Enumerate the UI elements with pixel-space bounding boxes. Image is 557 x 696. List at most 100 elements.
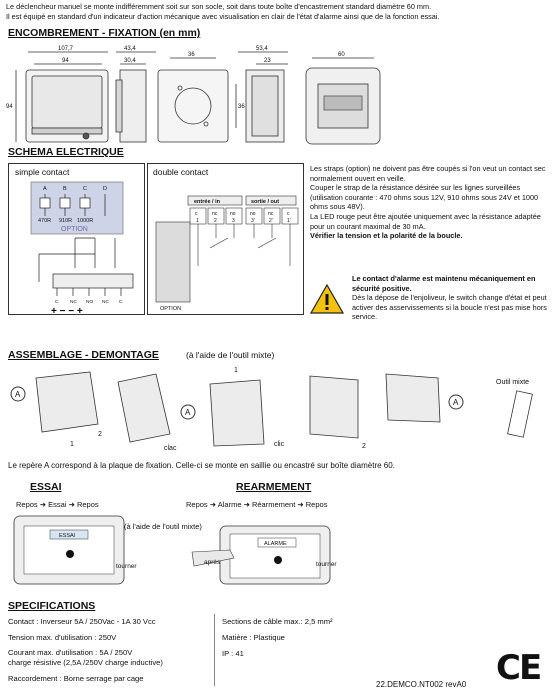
essai-tourner: tourner <box>116 563 137 570</box>
spec-divider <box>214 614 215 686</box>
repere-text: Le repère A correspond à la plaque de fi… <box>8 461 395 470</box>
dim-36: 36 <box>188 52 195 58</box>
warning-body: Dès la dépose de l'enjoliveur, le switch… <box>352 293 547 322</box>
essai-illustration: ESSAI tourner <box>13 515 137 585</box>
double-option-label: OPTION <box>160 306 181 312</box>
dim-30: 30,4 <box>124 58 136 64</box>
simple-contact-diagram: A B C D 470R 910R 1000R OPTION C NC NO N… <box>30 181 134 314</box>
sortie-label: sortie / out <box>251 199 279 205</box>
step-2-b: 2 <box>362 443 366 450</box>
dterm-no2: no <box>250 211 256 217</box>
warning-bold: Le contact d'alarme est maintenu mécaniq… <box>352 274 536 293</box>
step-1-b: 1 <box>234 367 238 374</box>
dim-23: 23 <box>264 58 271 64</box>
spec-raccordement: Raccordement : Borne serrage par cage <box>8 674 144 683</box>
dterm-c: c <box>195 211 198 217</box>
schema-text-2: Couper le strap de la résistance désirée… <box>310 183 539 212</box>
label-a-2: A <box>185 408 191 417</box>
rearm-flow-3: Réarmement <box>251 500 296 509</box>
schema-text: Les straps (option) ne doivent pas être … <box>310 164 553 241</box>
spec-contact: Contact : Inverseur 5A / 250Vac - 1A 30 … <box>8 617 156 626</box>
section-assemblage: ASSEMBLAGE - DEMONTAGE <box>8 349 159 361</box>
letter-d: D <box>103 186 107 192</box>
spec-courant: Courant max. d'utilisation : 5A / 250V <box>8 648 133 657</box>
dimension-drawings: 107,7 94 43,4 30,4 94 36 36 53,4 23 60 <box>6 46 381 145</box>
dterm-nc: nc <box>212 211 218 217</box>
dim-94-vertical: 94 <box>6 104 13 110</box>
step-2-a: 2 <box>98 431 102 438</box>
rearmement-flow: Repos ➜ Alarme ➜ Réarmement ➜ Repos <box>186 500 328 509</box>
term-c2: C <box>119 299 123 305</box>
section-specifications: SPECIFICATIONS <box>8 600 96 612</box>
label-a-3: A <box>453 398 459 407</box>
svg-text:+ − − +: + − − + <box>51 306 83 314</box>
rearm-flow-1: Repos <box>186 500 208 509</box>
dnum-1: 1 <box>196 218 199 224</box>
entree-label: entrée / in <box>194 199 221 205</box>
dterm-c2: c <box>287 211 290 217</box>
essai-flow: Repos ➜ Essai ➜ Repos <box>16 500 99 509</box>
warning-text: Le contact d'alarme est maintenu mécaniq… <box>352 274 552 322</box>
dim-43: 43,4 <box>124 46 136 52</box>
rearmement-illustration: ALARME après tourner <box>191 525 337 585</box>
spec-matiere: Matière : Plastique <box>222 633 285 642</box>
dnum-3: 3 <box>232 218 235 224</box>
schema-text-3: La LED rouge peut être ajoutée uniquemen… <box>310 211 541 231</box>
resistor-470: 470R <box>38 218 51 224</box>
spec-ip: IP : 41 <box>222 649 244 658</box>
dterm-no: no <box>230 211 236 217</box>
dterm-nc2: nc <box>268 211 274 217</box>
letter-b: B <box>63 186 67 192</box>
dim-53: 53,4 <box>256 46 268 52</box>
assemblage-note: (à l'aide de l'outil mixte) <box>186 350 275 360</box>
simple-contact-title: simple contact <box>15 167 70 177</box>
essai-badge: ESSAI <box>59 533 76 539</box>
intro-line-1: Le déclencheur manuel se monte indiffére… <box>6 2 432 11</box>
assemblage-illustrations: A A A clac clic Outil mixte 1 2 1 2 <box>10 367 533 452</box>
rearm-flow-2: Alarme <box>217 500 242 509</box>
clac-label: clac <box>164 445 177 452</box>
section-encombrement: ENCOMBREMENT - FIXATION (en mm) <box>8 27 201 39</box>
essai-flow-2: Essai <box>48 500 67 509</box>
resistor-1000: 1000R <box>77 218 93 224</box>
spec-tension: Tension max. d'utilisation : 250V <box>8 633 117 642</box>
dim-60: 60 <box>338 52 345 58</box>
term-nc1: NC <box>70 299 77 305</box>
term-nc2: NC <box>102 299 109 305</box>
warning-icon <box>310 284 344 314</box>
alarme-badge: ALARME <box>264 541 287 547</box>
outil-mixte-label: Outil mixte <box>496 379 529 386</box>
intro-line-2: Il est équipé en standard d'un indicateu… <box>6 12 440 21</box>
dnum-1p: 1' <box>287 218 291 224</box>
letter-a: A <box>43 186 47 192</box>
document-reference: 22.DEMCO.NT002 revA0 <box>376 680 467 689</box>
essai-flow-1: Repos <box>16 500 38 509</box>
dim-107: 107,7 <box>58 46 74 52</box>
dnum-2p: 2' <box>269 218 273 224</box>
resistor-910: 910R <box>59 218 72 224</box>
section-rearmement: REARMEMENT <box>236 481 312 493</box>
dnum-2: 2 <box>214 218 217 224</box>
double-contact-title: double contact <box>153 167 209 177</box>
schema-text-3b: Vérifier la tension et la polarité de la… <box>310 231 463 241</box>
simple-contact-panel: simple contact A B C D 470R 910R 1000R O… <box>8 163 145 315</box>
section-schema: SCHEMA ELECTRIQUE <box>8 146 124 158</box>
rearm-tourner: tourner <box>316 561 337 568</box>
rearm-flow-4: Repos <box>305 500 328 509</box>
step-1-a: 1 <box>70 441 74 448</box>
letter-c: C <box>83 186 87 192</box>
label-a-1: A <box>15 390 21 399</box>
essai-flow-3: Repos <box>76 500 99 509</box>
double-contact-panel: double contact entrée / in sortie / out … <box>147 163 304 315</box>
dim-94: 94 <box>62 58 69 64</box>
schema-text-1: Les straps (option) ne doivent pas être … <box>310 164 546 183</box>
dim-36-vertical: 36 <box>238 104 245 110</box>
spec-charge: charge résistive (2,5A /250V charge indu… <box>8 658 163 667</box>
dnum-3p: 3' <box>251 218 255 224</box>
term-c1: C <box>55 299 59 305</box>
ce-mark: CE <box>496 648 542 688</box>
double-contact-diagram: entrée / in sortie / out c nc no no nc c… <box>155 195 299 312</box>
essai-outil-note: (à l'aide de l'outil mixte) <box>124 522 202 531</box>
option-label: OPTION <box>61 226 88 233</box>
spec-sections: Sections de câble max.: 2,5 mm² <box>222 617 333 626</box>
